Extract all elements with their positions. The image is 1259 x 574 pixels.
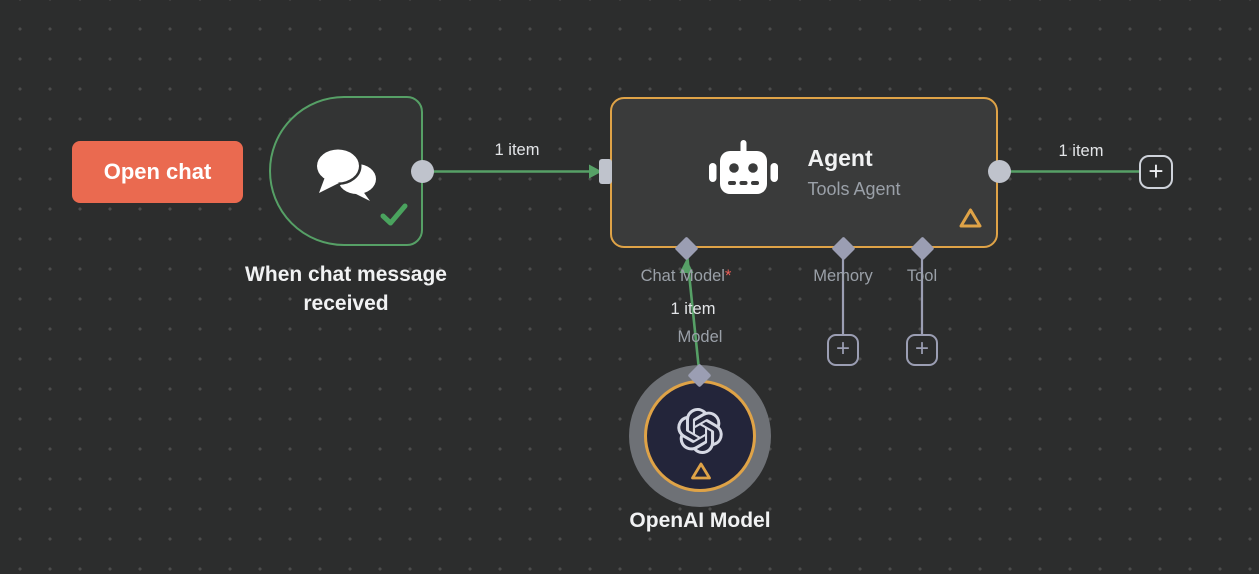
add-node-button[interactable]: + [1139, 155, 1173, 189]
warning-triangle-icon [690, 461, 712, 486]
required-asterisk: * [724, 267, 732, 285]
robot-icon [707, 139, 779, 206]
add-tool-button[interactable]: + [906, 334, 938, 366]
chat-model-label-text: Chat Model [640, 267, 725, 285]
model-connection-port-label: Model [677, 328, 723, 346]
model-connection-items-label: 1 item [670, 300, 716, 318]
open-chat-button[interactable]: Open chat [72, 141, 243, 203]
plus-icon: + [914, 335, 929, 362]
plus-icon: + [835, 335, 850, 362]
chat-trigger-output-port[interactable] [411, 160, 434, 183]
chat-bubbles-icon [312, 146, 380, 209]
chat-trigger-node-label: When chat message received [245, 263, 447, 315]
output-items-label: 1 item [1058, 142, 1104, 160]
success-check-icon [380, 203, 408, 231]
agent-node-subtitle: Tools Agent [807, 179, 901, 199]
warning-triangle-icon [958, 207, 983, 234]
memory-port-label: Memory [813, 267, 873, 285]
openai-node-label: OpenAI Model [629, 509, 771, 532]
chat-trigger-node[interactable] [269, 96, 423, 246]
tool-port-label: Tool [906, 267, 938, 285]
add-memory-button[interactable]: + [827, 334, 859, 366]
agent-input-port[interactable] [599, 159, 612, 184]
openai-model-node[interactable] [644, 380, 756, 492]
agent-output-port[interactable] [988, 160, 1011, 183]
agent-node-title: Agent [807, 145, 873, 171]
agent-node[interactable]: Agent Tools Agent [610, 97, 998, 248]
plus-icon: + [1148, 156, 1164, 186]
openai-logo-icon [677, 408, 723, 459]
chat-model-port-label: Chat Model* [616, 267, 756, 286]
connection-items-label: 1 item [494, 141, 540, 159]
